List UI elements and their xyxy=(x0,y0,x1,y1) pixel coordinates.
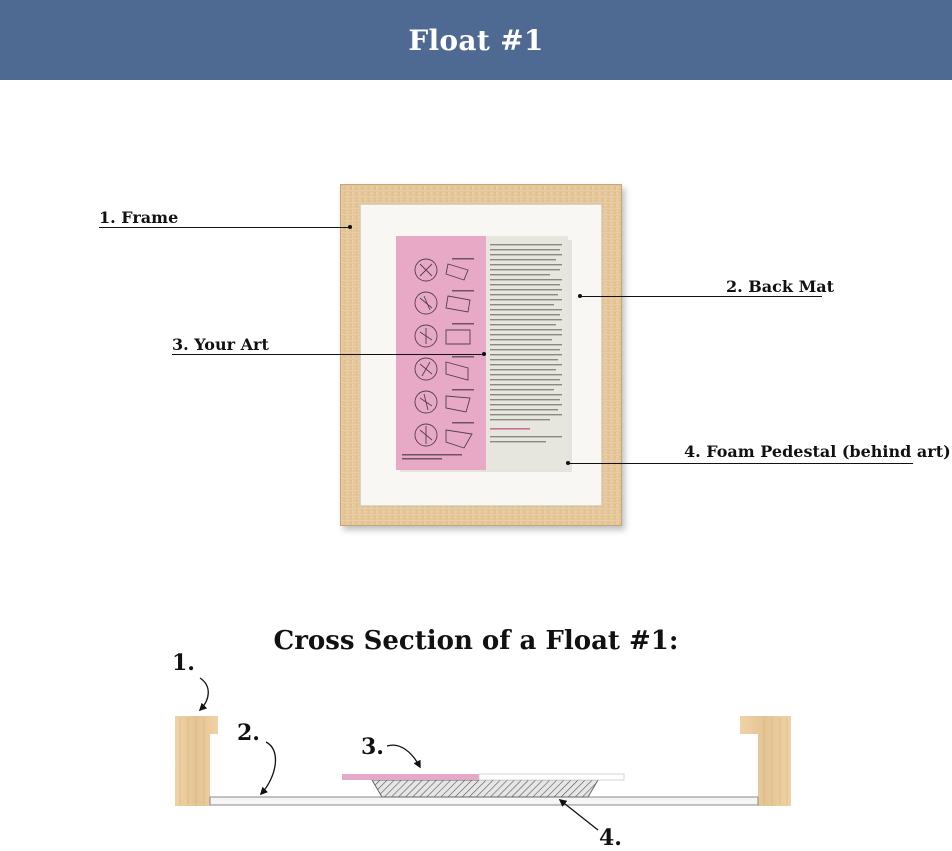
art-pink-panel xyxy=(396,236,486,470)
cross-section-art-pink xyxy=(342,774,479,780)
cross-section-label-4: 4. xyxy=(599,825,622,851)
callout-frame-label: 1. Frame xyxy=(99,208,179,227)
art-text-panel xyxy=(486,236,568,470)
framed-art-photo xyxy=(340,184,622,526)
callout-back-mat-dot xyxy=(578,294,582,298)
callout-frame-dot xyxy=(348,225,352,229)
cross-section-art-paper xyxy=(478,773,625,781)
cross-section-arrow-4 xyxy=(558,799,599,831)
cross-section-back-mat xyxy=(209,796,759,806)
page-title: Float #1 xyxy=(408,23,544,57)
cross-section-frame-left xyxy=(175,716,218,806)
cross-section-arrow-2 xyxy=(259,741,277,796)
callout-foam-pedestal-dot xyxy=(566,461,570,465)
callout-your-art-dot xyxy=(482,352,486,356)
callout-your-art-label: 3. Your Art xyxy=(172,335,269,354)
cross-section-frame-right xyxy=(740,716,791,806)
callout-frame-line xyxy=(99,227,349,228)
callout-foam-pedestal-label: 4. Foam Pedestal (behind art) xyxy=(684,442,951,461)
cross-section-foam-pedestal xyxy=(371,779,599,798)
cross-section-arrow-3 xyxy=(386,744,421,769)
cross-section-label-2: 2. xyxy=(237,720,260,746)
cross-section-arrow-1 xyxy=(198,677,209,712)
cross-section-title: Cross Section of a Float #1: xyxy=(273,626,679,656)
callout-back-mat-label: 2. Back Mat xyxy=(726,277,835,296)
page-header: Float #1 xyxy=(0,0,952,80)
cross-section-label-1: 1. xyxy=(172,650,195,676)
callout-back-mat-line xyxy=(580,296,822,297)
callout-your-art-line xyxy=(172,354,484,355)
callout-foam-pedestal-line xyxy=(568,463,913,464)
frame-illustration xyxy=(340,184,622,526)
cross-section-label-3: 3. xyxy=(361,734,384,760)
